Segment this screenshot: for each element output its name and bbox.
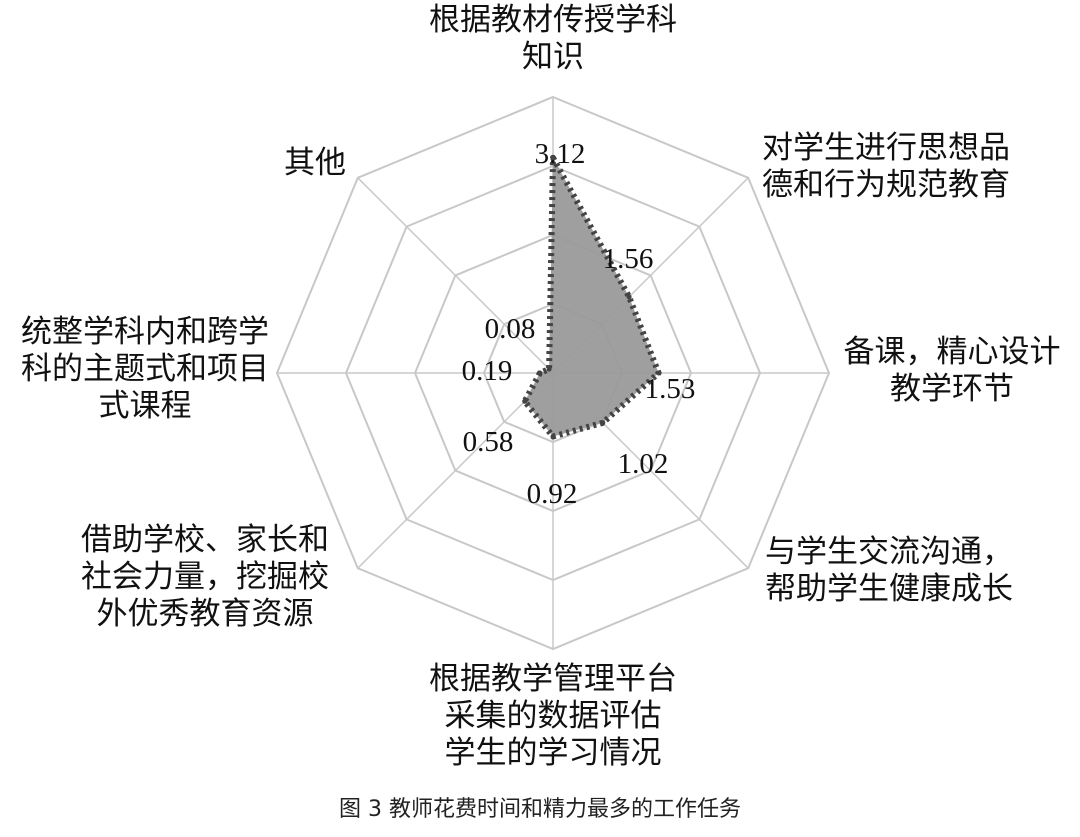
data-point — [550, 434, 556, 439]
axis-label: 对学生进行思想品德和行为规范教育 — [762, 130, 1010, 203]
data-point — [626, 294, 632, 300]
series-area — [521, 154, 662, 440]
value-label: 0.08 — [485, 313, 536, 345]
figure-caption: 图 3 教师花费时间和精力最多的工作任务 — [339, 797, 741, 822]
radar-labels: 3.12 1.56 1.53 1.02 0.92 0.58 0.19 0.08 根据教材传授学科… — [21, 2, 1061, 771]
axis-label: 根据教材传授学科知识 — [429, 2, 677, 75]
value-label: 1.02 — [618, 448, 669, 480]
data-point — [550, 155, 556, 161]
axis-label: 统整学科内和跨学科的主题式和项目式课程 — [21, 314, 269, 424]
value-label: 0.92 — [527, 478, 578, 510]
grid-spoke — [357, 372, 554, 569]
value-label: 0.19 — [462, 355, 513, 387]
data-point — [656, 370, 662, 376]
value-label: 1.56 — [603, 243, 654, 275]
value-label: 0.58 — [463, 426, 514, 458]
axis-label: 备课，精心设计教学环节 — [844, 334, 1061, 407]
value-label: 1.53 — [645, 373, 696, 405]
data-point — [522, 398, 528, 404]
axis-label: 根据教学管理平台采集的数据评估学生的学习情况 — [429, 661, 677, 771]
data-point — [546, 366, 552, 372]
axis-label: 借助学校、家长和社会力量，挖掘校外优秀教育资源 — [81, 522, 329, 632]
axis-label: 与学生交流沟通，帮助学生健康成长 — [765, 534, 1013, 607]
axis-label: 其他 — [284, 145, 346, 181]
data-point — [537, 370, 543, 376]
data-point — [600, 420, 606, 426]
value-label: 3.12 — [535, 138, 586, 170]
radar-series — [521, 154, 662, 440]
grid-spoke — [357, 177, 554, 374]
